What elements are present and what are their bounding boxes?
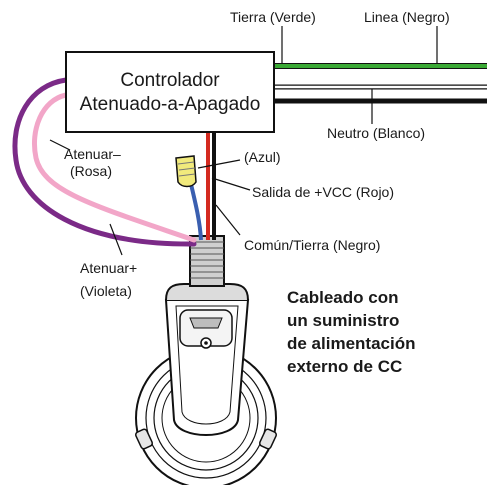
leader-vcc [211,177,251,191]
leader-common [215,204,241,236]
fixture-housing [134,283,278,485]
fixture-clip-right [258,428,278,450]
label-ground-green: Tierra (Verde) [230,9,316,25]
label-blue: (Azul) [244,149,281,165]
wire-nut-icon [175,155,197,188]
supply-wires [275,63,487,104]
label-vcc-red: Salida de +VCC (Rojo) [252,184,394,200]
leader-dim-plus [109,223,123,256]
controller-rect [65,51,275,133]
label-dim-plus-2: (Violeta) [80,283,132,299]
note-line-2: un suministro [287,311,399,330]
wire-dim-minus-pink [32,92,197,243]
fixture-screw-center [204,341,208,345]
leader-dim-minus [49,139,71,151]
label-dim-minus-2: (Rosa) [70,163,112,179]
wire-dim-plus-violet [12,77,197,247]
leader-blue [197,159,241,169]
wire-blue [188,179,203,241]
fixture-leads [188,132,216,241]
wiring-note: Cableado con un suministro de alimentaci… [287,288,415,376]
label-line-black: Linea (Negro) [364,9,450,25]
note-line-1: Cableado con [287,288,398,307]
controller-label-2: Atenuado-a-Apagado [80,94,261,115]
note-line-3: de alimentación [287,334,415,353]
controller-label-1: Controlador [120,70,220,91]
controller-box: Controlador Atenuado-a-Apagado [65,51,275,133]
fixture-swivel-detail [189,317,223,329]
note-line-4: externo de CC [287,357,402,376]
label-dim-plus-1: Atenuar+ [80,260,137,276]
fixture-arm-inner [175,305,239,425]
label-dim-minus-1: Atenuar– [64,146,121,162]
dim-wires [12,77,197,247]
fixture-clip-left [134,428,154,450]
leader-lines [49,26,438,256]
label-neutral-white: Neutro (Blanco) [327,125,425,141]
label-common-black: Común/Tierra (Negro) [244,237,380,253]
